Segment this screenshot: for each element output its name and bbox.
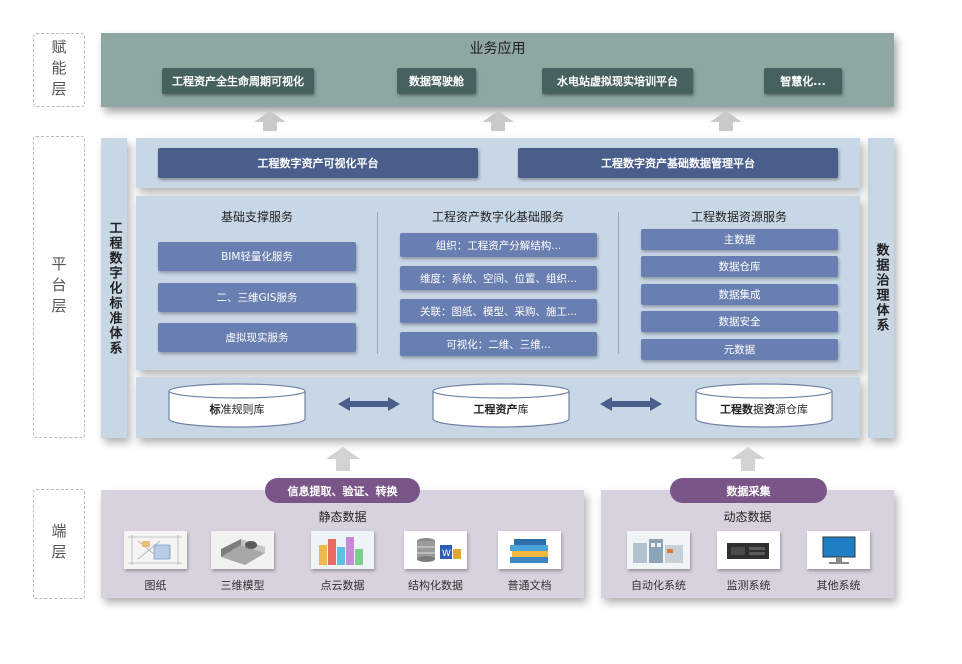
organization-service[interactable]: 组织：工程资产分解结构... — [400, 233, 597, 257]
document-caption: 普通文档 — [507, 579, 552, 592]
monitoring-system-caption: 监测系统 — [726, 579, 771, 592]
column-divider — [377, 212, 378, 354]
point-cloud-icon — [311, 531, 374, 569]
database-word-icon: W — [404, 531, 467, 569]
db3-bold1: 工程数 — [720, 403, 753, 416]
business-item-smart[interactable]: 智慧化... — [764, 68, 842, 94]
structured-data-thumbnail[interactable]: W — [404, 531, 467, 569]
monitoring-device-icon — [717, 531, 780, 569]
standard-rule-library[interactable]: 标准规则库 — [168, 398, 306, 420]
data-resource-services-title: 工程数据资源服务 — [690, 210, 787, 224]
business-item-data-cockpit[interactable]: 数据驾驶舱 — [397, 68, 476, 94]
basic-support-services-title: 基础支撑服务 — [220, 210, 293, 224]
monitor-icon — [807, 531, 870, 569]
drawing-icon — [124, 531, 187, 569]
database-cylinder-icon — [168, 383, 306, 428]
db1-bold: 标 — [209, 403, 221, 416]
point-cloud-thumbnail[interactable] — [311, 531, 374, 569]
3d-model-icon — [211, 531, 274, 569]
structured-data-caption: 结构化数据 — [408, 579, 463, 592]
drawing-caption: 图纸 — [144, 579, 167, 592]
dynamic-data-title: 动态数据 — [723, 510, 772, 524]
data-security-service[interactable]: 数据安全 — [641, 311, 838, 332]
data-management-platform-button[interactable]: 工程数字资产基础数据管理平台 — [518, 148, 838, 178]
visualization-service[interactable]: 可视化：二维、三维... — [400, 332, 597, 356]
extract-validate-transform-pill[interactable]: 信息提取、验证、转换 — [265, 478, 420, 503]
up-arrow-icon — [710, 111, 742, 131]
standard-system-bar: 工程数字化标准体系 — [101, 138, 127, 438]
layer-label-platform: 平台层 — [33, 136, 85, 438]
layer-label-terminal: 端层 — [33, 489, 85, 599]
double-arrow-icon — [600, 397, 662, 411]
master-data-service[interactable]: 主数据 — [641, 229, 838, 250]
db3-mid: 据 — [753, 403, 764, 416]
data-governance-bar: 数据治理体系 — [868, 138, 894, 438]
document-thumbnail[interactable] — [498, 531, 561, 569]
db3-bold2: 资 — [764, 403, 775, 416]
engineering-asset-library[interactable]: 工程资产库 — [432, 398, 570, 420]
dimension-service[interactable]: 维度：系统、空间、位置、组织... — [400, 266, 597, 290]
visualization-platform-button[interactable]: 工程数字资产可视化平台 — [158, 148, 478, 178]
association-service[interactable]: 关联：图纸、模型、采购、施工... — [400, 299, 597, 323]
database-cylinder-icon — [695, 383, 833, 428]
layer-label-enable: 赋能层 — [33, 33, 85, 107]
svg-text:W: W — [442, 549, 451, 559]
business-item-lifecycle-visualization[interactable]: 工程资产全生命周期可视化 — [162, 68, 314, 94]
up-arrow-icon — [482, 111, 514, 131]
db1-rest: 准规则库 — [220, 403, 265, 416]
metadata-service[interactable]: 元数据 — [641, 339, 838, 360]
vr-service[interactable]: 虚拟现实服务 — [158, 323, 356, 352]
gis-service[interactable]: 二、三维GIS服务 — [158, 283, 356, 312]
data-resource-warehouse[interactable]: 工程数据资源仓库 — [695, 398, 833, 420]
asset-digitalization-services-title: 工程资产数字化基础服务 — [431, 210, 564, 224]
automation-system-caption: 自动化系统 — [631, 579, 686, 592]
monitoring-system-thumbnail[interactable] — [717, 531, 780, 569]
up-arrow-icon — [731, 447, 765, 471]
up-arrow-icon — [326, 447, 360, 471]
double-arrow-icon — [338, 397, 400, 411]
static-data-title: 静态数据 — [318, 510, 367, 524]
business-item-vr-training[interactable]: 水电站虚拟现实培训平台 — [542, 68, 693, 94]
column-divider — [618, 212, 619, 354]
automation-system-icon — [627, 531, 690, 569]
books-icon — [498, 531, 561, 569]
automation-system-thumbnail[interactable] — [627, 531, 690, 569]
database-cylinder-icon — [432, 383, 570, 428]
data-integration-service[interactable]: 数据集成 — [641, 284, 838, 305]
data-warehouse-service[interactable]: 数据仓库 — [641, 256, 838, 277]
point-cloud-caption: 点云数据 — [320, 579, 365, 592]
up-arrow-icon — [254, 111, 286, 131]
db2-bold: 工程资产 — [473, 403, 518, 416]
other-system-caption: 其他系统 — [816, 579, 861, 592]
db3-rest: 源仓库 — [775, 403, 808, 416]
business-title: 业务应用 — [469, 41, 526, 57]
bim-lightweight-service[interactable]: BIM轻量化服务 — [158, 242, 356, 271]
data-collection-pill[interactable]: 数据采集 — [670, 478, 827, 503]
drawing-thumbnail[interactable] — [124, 531, 187, 569]
db2-rest: 库 — [517, 403, 529, 416]
3d-model-caption: 三维模型 — [220, 579, 265, 592]
other-system-thumbnail[interactable] — [807, 531, 870, 569]
3d-model-thumbnail[interactable] — [211, 531, 274, 569]
